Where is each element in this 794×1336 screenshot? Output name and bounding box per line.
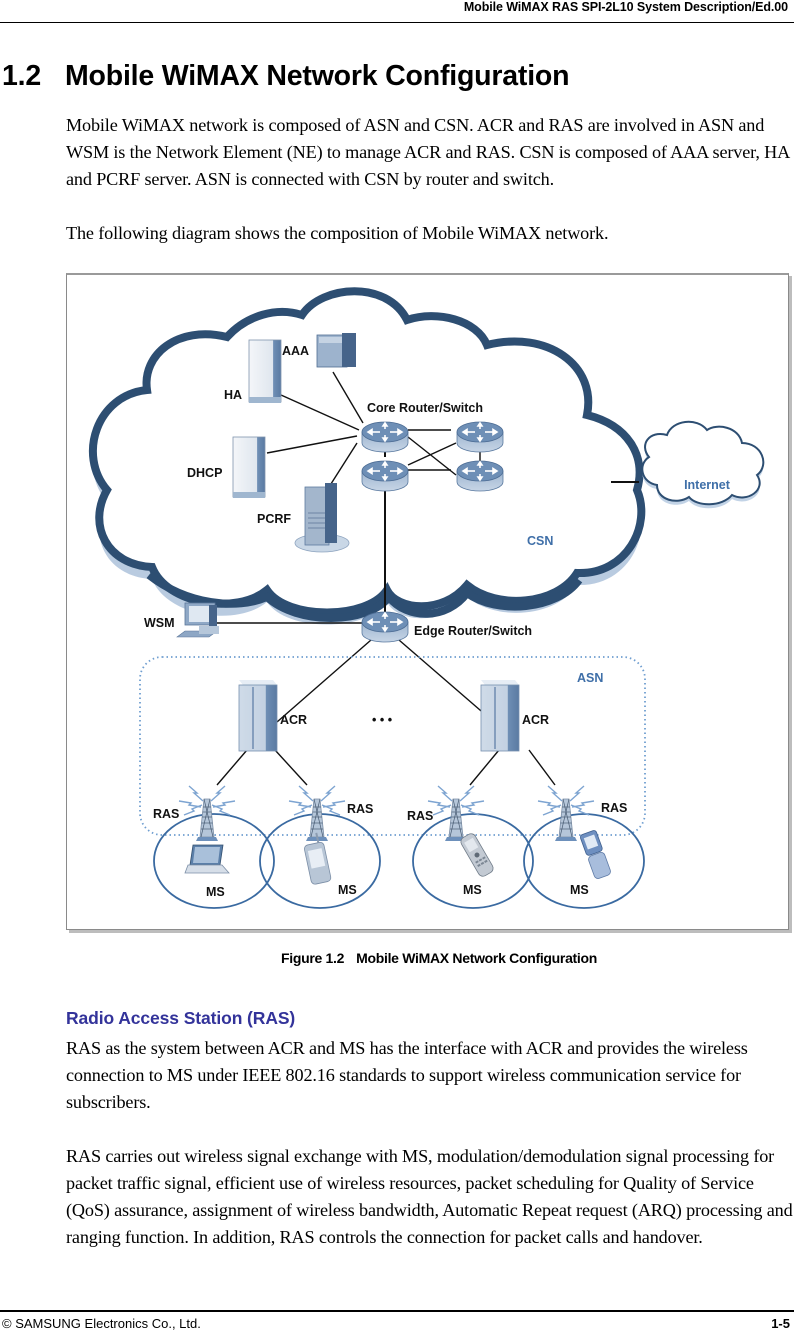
wsm-label: WSM xyxy=(144,616,175,630)
figure-number: Figure 1.2 xyxy=(280,950,345,966)
network-diagram: Internet xyxy=(88,287,765,909)
ras-description-paragraph: RAS as the system between ACR and MS has… xyxy=(66,1038,748,1112)
page-number: 1-5 xyxy=(771,1316,790,1331)
ms-label: MS xyxy=(206,885,225,899)
core-router-icon xyxy=(361,421,409,453)
ms-label: MS xyxy=(338,883,357,897)
diagram-intro-paragraph: The following diagram shows the composit… xyxy=(66,223,609,243)
ms-label: MS xyxy=(463,883,482,897)
acr-left-icon xyxy=(238,680,278,752)
ras-tower-icon xyxy=(178,785,236,842)
laptop-icon xyxy=(184,844,230,874)
wsm-computer-icon xyxy=(176,602,219,638)
mobile-phone-icon xyxy=(460,833,494,877)
dhcp-server-icon xyxy=(232,436,266,498)
core-router-icon xyxy=(456,460,504,492)
ras-label: RAS xyxy=(153,807,179,821)
more-acr-ellipsis: • • • xyxy=(372,713,392,727)
ras-functions-paragraph: RAS carries out wireless signal exchange… xyxy=(66,1146,793,1247)
section-number: 1.2 xyxy=(2,60,42,92)
dhcp-label: DHCP xyxy=(187,466,222,480)
header-rule xyxy=(0,22,794,23)
pcrf-label: PCRF xyxy=(257,512,291,526)
section-title: 1.2 Mobile WiMAX Network Configuration xyxy=(2,60,570,93)
ms-label: MS xyxy=(570,883,589,897)
internet-label: Internet xyxy=(684,478,731,492)
ras-label: RAS xyxy=(601,801,627,815)
edge-router-label: Edge Router/Switch xyxy=(414,624,532,638)
flip-phone-icon xyxy=(580,830,611,879)
internet-cloud: Internet xyxy=(641,420,765,509)
intro-paragraph: Mobile WiMAX network is composed of ASN … xyxy=(66,115,790,189)
network-diagram-figure: Internet xyxy=(66,273,789,930)
ha-label: HA xyxy=(224,388,242,402)
ras-label: RAS xyxy=(347,802,373,816)
ras-tower-icon xyxy=(537,785,595,842)
asn-label: ASN xyxy=(577,671,603,685)
pda-icon xyxy=(304,832,332,885)
ras-tower-icon xyxy=(427,785,485,842)
pcrf-server-icon xyxy=(294,483,350,553)
footer-rule xyxy=(0,1310,794,1312)
core-router-label: Core Router/Switch xyxy=(367,401,483,415)
figure-caption-text: Mobile WiMAX Network Configuration xyxy=(356,950,598,966)
core-router-icon xyxy=(456,421,504,453)
ha-server-icon xyxy=(248,339,282,403)
edge-router-icon xyxy=(361,611,409,643)
aaa-server-icon xyxy=(316,333,356,368)
acr-left-label: ACR xyxy=(280,713,307,727)
ras-label: RAS xyxy=(407,809,433,823)
asn-region xyxy=(139,656,646,836)
csn-label: CSN xyxy=(527,534,553,548)
connection-lines xyxy=(216,371,639,786)
footer-copyright: © SAMSUNG Electronics Co., Ltd. xyxy=(2,1316,201,1331)
core-router-icon xyxy=(361,460,409,492)
section-title-text: Mobile WiMAX Network Configuration xyxy=(65,60,570,92)
subsection-title: Radio Access Station (RAS) xyxy=(66,1008,296,1028)
csn-cloud xyxy=(88,287,646,625)
coverage-areas xyxy=(153,813,645,909)
acr-right-icon xyxy=(480,680,520,752)
running-header: Mobile WiMAX RAS SPI-2L10 System Descrip… xyxy=(463,0,788,14)
figure-caption: Figure 1.2 Mobile WiMAX Network Configura… xyxy=(0,950,794,966)
aaa-label: AAA xyxy=(282,344,309,358)
acr-right-label: ACR xyxy=(522,713,549,727)
